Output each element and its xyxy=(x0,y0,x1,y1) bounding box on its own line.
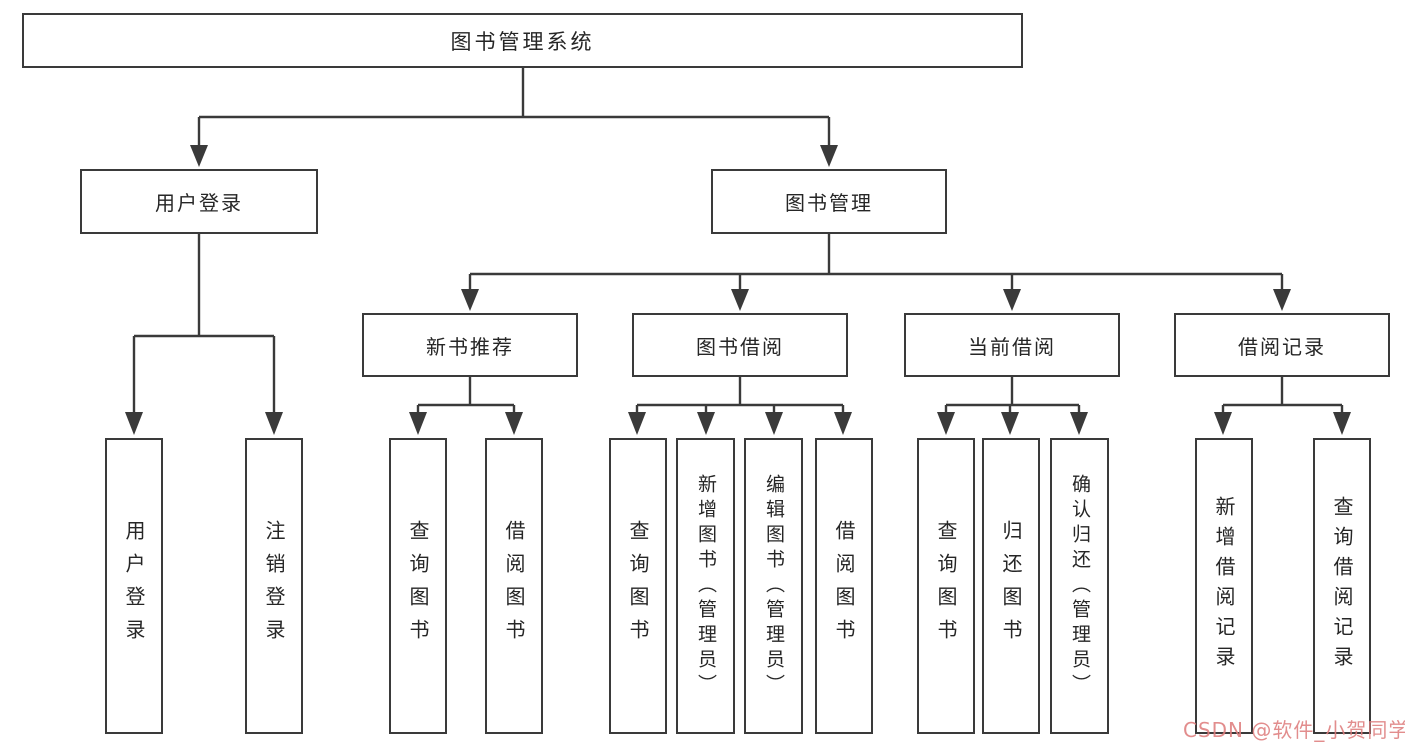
leaf-confirm-return-admin: 确认归还（管理员） xyxy=(1050,438,1109,734)
arrow-icon xyxy=(125,412,143,435)
leaf-user-login: 用户登录 xyxy=(105,438,163,734)
leaf-add-borrow-record: 新增借阅记录 xyxy=(1195,438,1253,734)
arrow-icon xyxy=(1003,289,1021,311)
arrow-icon xyxy=(1273,289,1291,311)
connector-newbook-to-leaves xyxy=(416,377,516,414)
arrow-icon xyxy=(409,412,427,435)
connector-root-to-level2 xyxy=(197,68,831,147)
arrow-icon xyxy=(265,412,283,435)
node-new-book-recommend: 新书推荐 xyxy=(362,313,578,377)
arrow-icon xyxy=(834,412,852,435)
leaf-return-books: 归还图书 xyxy=(982,438,1040,734)
leaf-logout: 注销登录 xyxy=(245,438,303,734)
node-user-login-branch: 用户登录 xyxy=(80,169,318,234)
leaf-edit-books-admin: 编辑图书（管理员） xyxy=(744,438,803,734)
arrow-icon xyxy=(1333,412,1351,435)
connector-bookborrow-to-leaves xyxy=(635,377,845,414)
leaf-query-books-current: 查询图书 xyxy=(917,438,975,734)
node-book-borrowing: 图书借阅 xyxy=(632,313,848,377)
connector-userlogin-to-leaves xyxy=(132,234,276,414)
leaf-borrow-books-newbook: 借阅图书 xyxy=(485,438,543,734)
leaf-borrow-books: 借阅图书 xyxy=(815,438,873,734)
watermark: CSDN @软件_小贺同学 xyxy=(1183,718,1405,742)
arrow-icon xyxy=(731,289,749,311)
leaf-query-books-newbook: 查询图书 xyxy=(389,438,447,734)
leaf-query-books-borrow: 查询图书 xyxy=(609,438,667,734)
arrow-icon xyxy=(505,412,523,435)
arrow-icon xyxy=(1001,412,1019,435)
arrow-icon xyxy=(1070,412,1088,435)
arrow-icon xyxy=(628,412,646,435)
node-book-management: 图书管理 xyxy=(711,169,947,234)
leaf-query-borrow-record: 查询借阅记录 xyxy=(1313,438,1371,734)
arrow-icon xyxy=(190,145,208,167)
leaf-add-books-admin: 新增图书（管理员） xyxy=(676,438,735,734)
node-current-borrowing: 当前借阅 xyxy=(904,313,1120,377)
arrow-icon xyxy=(461,289,479,311)
connector-paths xyxy=(132,68,1344,414)
arrow-icon xyxy=(820,145,838,167)
connector-borrowrecord-to-leaves xyxy=(1221,377,1344,414)
connector-bookmgmt-to-level3 xyxy=(468,234,1284,291)
arrow-icon xyxy=(1214,412,1232,435)
node-library-management-system: 图书管理系统 xyxy=(22,13,1023,68)
arrowheads xyxy=(125,145,1351,435)
arrow-icon xyxy=(697,412,715,435)
arrow-icon xyxy=(937,412,955,435)
node-borrowing-records: 借阅记录 xyxy=(1174,313,1390,377)
arrow-icon xyxy=(765,412,783,435)
connector-currentborrow-to-leaves xyxy=(944,377,1081,414)
